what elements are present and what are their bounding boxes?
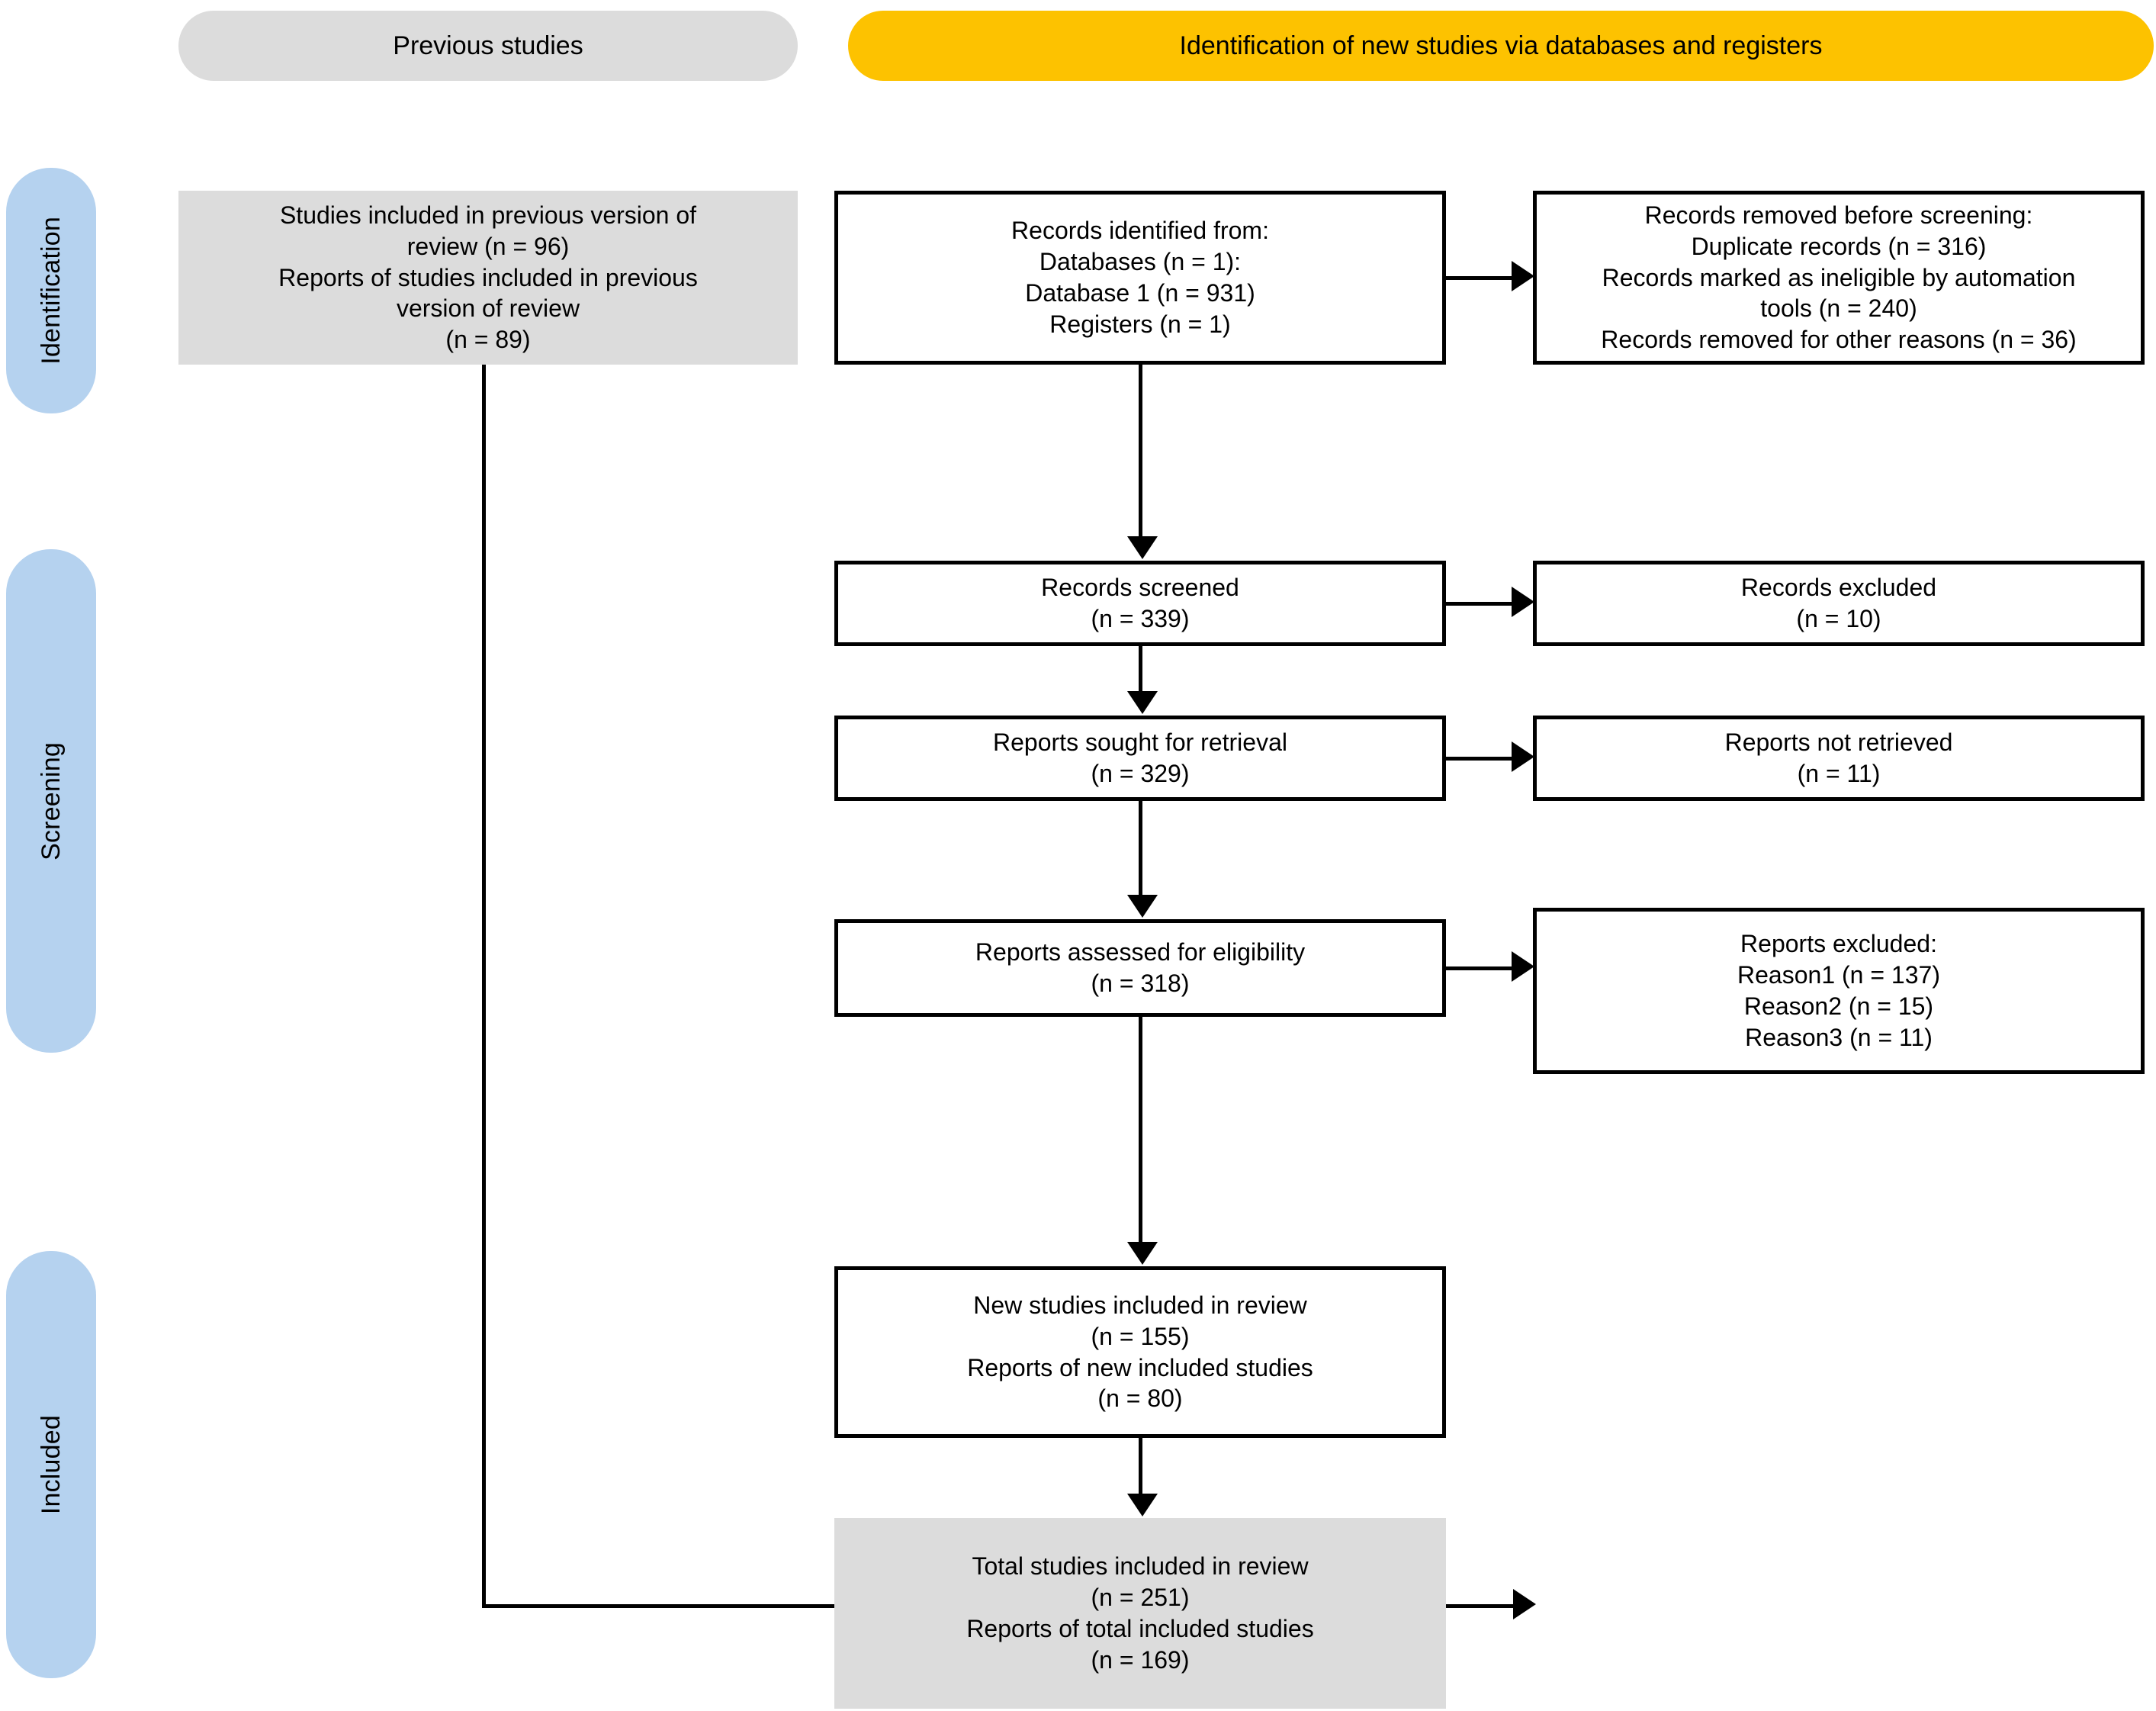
box-new-included-line-2: (n = 155): [1091, 1322, 1190, 1350]
box-records-identified-line-1: Records identified from:: [1011, 217, 1269, 245]
box-total-included-line-4: (n = 169): [1091, 1645, 1190, 1674]
box-records-removed-line-5: Records removed for other reasons (n = 3…: [1601, 326, 2077, 354]
stage-bar-identification: Identification: [6, 168, 96, 413]
connector-new-included-to-total: [1139, 1438, 1142, 1495]
box-records-identified-from: Records identified from: Databases (n = …: [834, 191, 1446, 365]
box-records-identified-line-4: Registers (n = 1): [1049, 310, 1231, 338]
box-reports-excluded: Reports excluded: Reason1 (n = 137) Reas…: [1533, 908, 2145, 1074]
arrowhead-assessed-to-reports-excluded: [1512, 951, 1534, 982]
box-previous-studies-line-2: review (n = 96): [406, 232, 570, 260]
box-records-removed-line-1: Records removed before screening:: [1644, 201, 2033, 229]
connector-assessed-to-reports-excluded: [1446, 966, 1515, 970]
header-previous-studies: Previous studies: [178, 11, 798, 81]
box-reports-excluded-line-2: Reason1 (n = 137): [1737, 961, 1940, 989]
box-reports-assessed-line-2: (n = 318): [1091, 970, 1190, 997]
arrowhead-sought-to-not-retrieved: [1512, 741, 1534, 772]
stage-bar-included-label: Included: [36, 1414, 66, 1515]
box-reports-excluded-line-3: Reason2 (n = 15): [1743, 992, 1934, 1020]
box-reports-not-retrieved-line-2: (n = 11): [1797, 760, 1881, 787]
box-total-included-line-1: Total studies included in review: [972, 1552, 1309, 1581]
header-identification-label: Identification of new studies via databa…: [1179, 31, 1823, 60]
connector-screened-to-sought: [1139, 646, 1142, 693]
box-new-included-line-1: New studies included in review: [973, 1291, 1307, 1319]
box-new-included-line-4: (n = 80): [1097, 1385, 1183, 1413]
box-total-studies-included-in-review: Total studies included in review (n = 25…: [834, 1518, 1446, 1709]
connector-previous-studies-vertical: [482, 365, 486, 1608]
box-reports-sought-line-1: Reports sought for retrieval: [993, 728, 1287, 757]
box-reports-sought-for-retrieval: Reports sought for retrieval (n = 329): [834, 716, 1446, 801]
box-records-excluded: Records excluded (n = 10): [1533, 561, 2145, 646]
box-reports-excluded-line-4: Reason3 (n = 11): [1745, 1023, 1933, 1051]
box-records-screened-line-2: (n = 339): [1091, 605, 1190, 632]
connector-screened-to-excluded: [1446, 602, 1515, 606]
box-records-screened: Records screened (n = 339): [834, 561, 1446, 646]
box-previous-studies-line-1: Studies included in previous version of: [279, 201, 697, 229]
box-records-removed-line-3: Records marked as ineligible by automati…: [1602, 263, 2076, 291]
box-previous-studies: Studies included in previous version of …: [178, 191, 798, 365]
arrowhead-previous-studies-to-total: [1513, 1589, 1536, 1619]
box-reports-not-retrieved-line-1: Reports not retrieved: [1724, 728, 1953, 757]
box-previous-studies-line-5: (n = 89): [445, 326, 531, 354]
box-reports-excluded-line-1: Reports excluded:: [1740, 930, 1937, 958]
connector-sought-to-assessed: [1139, 801, 1142, 896]
box-total-included-line-2: (n = 251): [1091, 1584, 1190, 1612]
connector-sought-to-not-retrieved: [1446, 757, 1515, 761]
stage-bar-included: Included: [6, 1251, 96, 1678]
box-reports-assessed-for-eligibility: Reports assessed for eligibility (n = 31…: [834, 919, 1446, 1017]
box-records-removed-line-4: tools (n = 240): [1760, 294, 1917, 323]
stage-bar-identification-label: Identification: [36, 217, 66, 365]
box-records-identified-line-2: Databases (n = 1):: [1039, 248, 1242, 276]
box-records-removed-line-2: Duplicate records (n = 316): [1691, 232, 1987, 260]
arrowhead-assessed-to-new-included: [1127, 1242, 1158, 1265]
arrowhead-screened-to-excluded: [1512, 587, 1534, 617]
header-previous-studies-label: Previous studies: [393, 31, 583, 60]
box-previous-studies-line-4: version of review: [396, 294, 580, 323]
box-reports-sought-line-2: (n = 329): [1091, 760, 1190, 787]
box-reports-assessed-line-1: Reports assessed for eligibility: [975, 938, 1306, 966]
box-records-removed-before-screening: Records removed before screening: Duplic…: [1533, 191, 2145, 365]
box-previous-studies-line-3: Reports of studies included in previous: [278, 263, 698, 291]
connector-assessed-to-new-included: [1139, 1017, 1142, 1243]
stage-bar-screening: Screening: [6, 549, 96, 1053]
connector-identified-to-screened: [1139, 365, 1142, 538]
stage-bar-screening-label: Screening: [36, 741, 66, 860]
box-reports-not-retrieved: Reports not retrieved (n = 11): [1533, 716, 2145, 801]
box-records-excluded-line-1: Records excluded: [1740, 574, 1937, 602]
box-new-studies-included-in-review: New studies included in review (n = 155)…: [834, 1266, 1446, 1438]
box-new-included-line-3: Reports of new included studies: [967, 1353, 1313, 1381]
arrowhead-sought-to-assessed: [1127, 895, 1158, 918]
box-records-screened-line-1: Records screened: [1041, 574, 1239, 602]
arrowhead-screened-to-sought: [1127, 691, 1158, 714]
connector-identified-to-removed: [1446, 276, 1515, 280]
box-records-identified-line-3: Database 1 (n = 931): [1025, 279, 1255, 307]
box-records-excluded-line-2: (n = 10): [1796, 605, 1881, 632]
header-identification-new-studies: Identification of new studies via databa…: [848, 11, 2154, 81]
arrowhead-identified-to-screened: [1127, 536, 1158, 559]
arrowhead-identified-to-removed: [1512, 261, 1534, 291]
box-total-included-line-3: Reports of total included studies: [966, 1615, 1314, 1642]
arrowhead-new-included-to-total: [1127, 1494, 1158, 1516]
